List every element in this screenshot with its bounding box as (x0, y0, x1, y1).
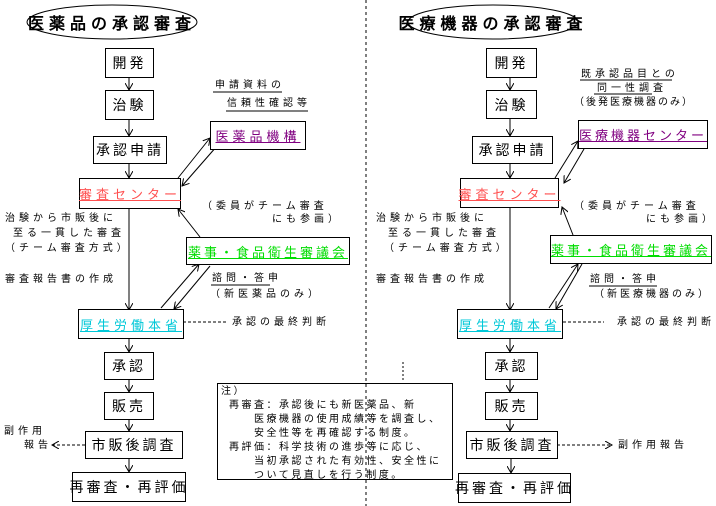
left-title-ellipse (26, 4, 198, 40)
left-consistent-1: 治験から市販後に (5, 213, 117, 224)
right-step-application: 承認申請 (472, 136, 553, 164)
right-council-link[interactable]: 薬事・食品衛生審議会 (551, 244, 712, 259)
left-review-center[interactable]: 審査センター (79, 178, 181, 209)
note-heading: 注） (221, 386, 246, 397)
right-committee-2: にも参画） (646, 214, 716, 225)
left-review-center-link[interactable]: 審査センター (79, 188, 182, 203)
right-review-center-link[interactable]: 審査センター (458, 187, 561, 203)
right-council[interactable]: 薬事・食品衛生審議会 (550, 235, 712, 264)
left-step-trial: 治験 (105, 90, 154, 120)
arrow (174, 265, 211, 309)
left-step-approval: 承認 (104, 352, 154, 380)
right-agency-link[interactable]: 医療機器センター (579, 129, 708, 144)
left-step-application: 承認申請 (93, 136, 167, 164)
right-step-trial: 治験 (486, 90, 537, 119)
right-title: 医療機器の承認審査 (398, 14, 588, 33)
left-side-effect-2: 報告 (24, 440, 52, 451)
right-consistent-1: 治験から市販後に (376, 213, 488, 224)
right-identity-2: 同一性調査 (597, 83, 667, 94)
right-inquiry-1: 諮問・答申 (590, 274, 660, 285)
arrow (556, 263, 583, 309)
arrow (182, 145, 218, 186)
note-line: 医療機器の使用成績等を調査し、 (229, 414, 442, 425)
note-line: 当初承認された有効性、安全性に (229, 456, 442, 467)
left-committee-1: （委員がチーム審査 (202, 201, 328, 212)
left-inquiry-1: 諮問・答申 (212, 273, 282, 284)
right-consistent-3: （チーム審査方式） (384, 243, 510, 254)
right-review-center[interactable]: 審査センター (458, 178, 561, 208)
right-step-reexam: 再審査・再評価 (455, 473, 571, 503)
left-committee-2: にも参画） (272, 214, 342, 225)
left-consistent-2: 至る一貫した審査 (13, 228, 125, 239)
right-step-dev: 開発 (486, 48, 537, 78)
left-consistent-3: （チーム審査方式） (5, 243, 131, 254)
right-consistent-2: 至る一貫した審査 (388, 228, 500, 239)
right-step-pms: 市販後調査 (466, 431, 558, 459)
left-ministry[interactable]: 厚生労働本省 (78, 309, 184, 339)
left-step-dev: 開発 (105, 48, 154, 78)
left-step-sales: 販売 (104, 392, 154, 420)
note-line: 再審査：承認後にも新医薬品、新 (229, 400, 417, 411)
note-line: 安全性等を再確認する制度。 (229, 428, 417, 439)
arrow (160, 264, 199, 309)
left-step-reexam: 再審査・再評価 (70, 472, 186, 502)
left-agency-link[interactable]: 医薬品機構 (215, 130, 301, 145)
right-inquiry-2: （新医療機器のみ） (594, 289, 711, 300)
left-agency[interactable]: 医薬品機構 (210, 121, 306, 150)
right-identity-1: 既承認品目との (581, 69, 679, 80)
note-line: ついて見直しを行う制度。 (229, 470, 404, 481)
left-inquiry-2: （新医薬品のみ） (210, 289, 322, 300)
right-identity-3: （後発医療機器のみ） (574, 97, 694, 108)
right-committee-1: （委員がチーム審査 (574, 201, 700, 212)
arrow (564, 148, 585, 183)
arrow (562, 207, 574, 236)
left-ministry-link[interactable]: 厚生労働本省 (79, 318, 182, 334)
left-reliability-1: 申請資料の (215, 80, 285, 91)
arrow (177, 138, 210, 179)
right-side-effect: 副作用報告 (618, 440, 688, 451)
left-reliability-2: 信頼性確認等 (227, 98, 311, 109)
arrow (548, 264, 578, 309)
left-final-decision: 承認の最終判断 (232, 317, 330, 328)
right-ministry-link[interactable]: 厚生労働本省 (458, 318, 561, 334)
right-agency[interactable]: 医療機器センター (578, 120, 708, 149)
right-title-ellipse (407, 4, 579, 40)
arrow (554, 141, 578, 179)
left-report: 審査報告書の作成 (5, 274, 117, 285)
right-ministry[interactable]: 厚生労働本省 (457, 309, 563, 339)
left-side-effect-1: 副作用 (4, 426, 46, 437)
note-box: 注） 再審査：承認後にも新医薬品、新 医療機器の使用成績等を調査し、 安全性等を… (217, 383, 453, 481)
right-step-approval: 承認 (485, 352, 538, 380)
arrow (178, 209, 201, 238)
left-step-pms: 市販後調査 (85, 431, 183, 459)
left-title: 医薬品の承認審査 (28, 14, 197, 33)
note-line: 再評価：科学技術の進歩等に応じ、 (229, 442, 429, 453)
right-report: 審査報告書の作成 (376, 274, 488, 285)
right-step-sales: 販売 (485, 392, 538, 420)
right-final-decision: 承認の最終判断 (617, 317, 715, 328)
left-council-link[interactable]: 薬事・食品衛生審議会 (187, 245, 348, 261)
left-council[interactable]: 薬事・食品衛生審議会 (186, 237, 350, 265)
